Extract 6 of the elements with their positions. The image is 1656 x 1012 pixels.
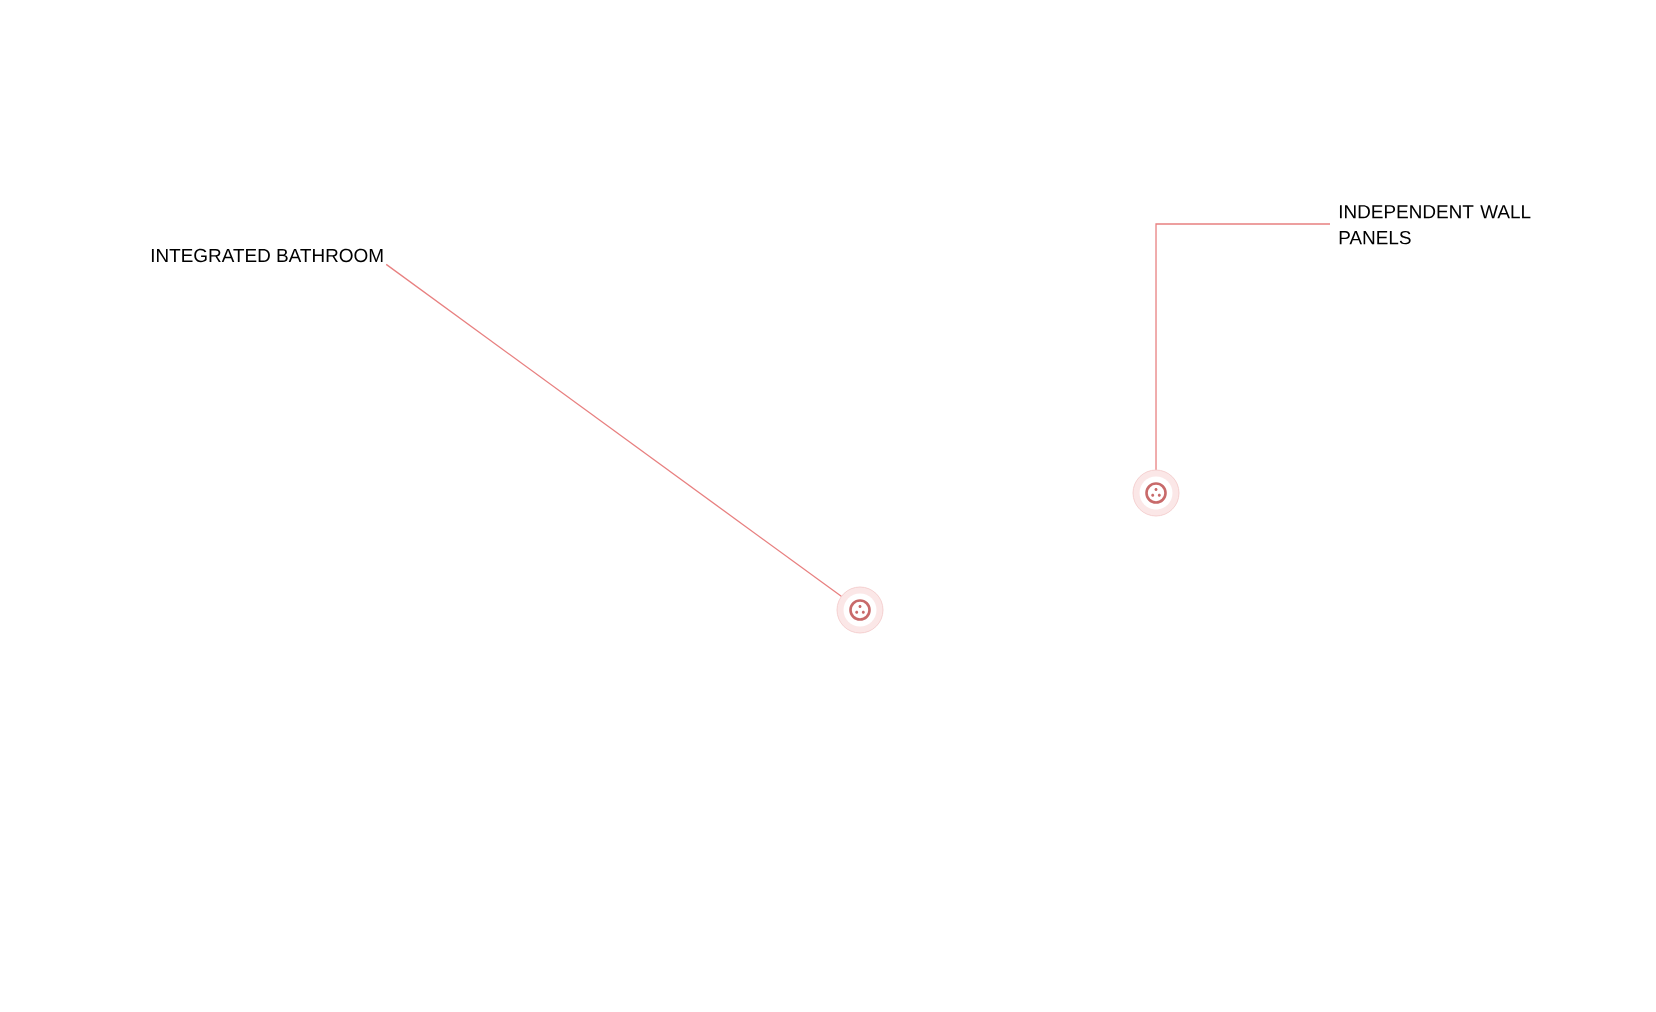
leader-line (1155, 223, 1331, 471)
callout-label: INTEGRATED BATHROOM (151, 248, 383, 263)
leader-line (385, 263, 842, 597)
hotspot-icon (1132, 469, 1180, 517)
callout-label: INDEPENDENT WALL PANELS (1339, 205, 1531, 245)
hotspot-icon (836, 586, 884, 634)
